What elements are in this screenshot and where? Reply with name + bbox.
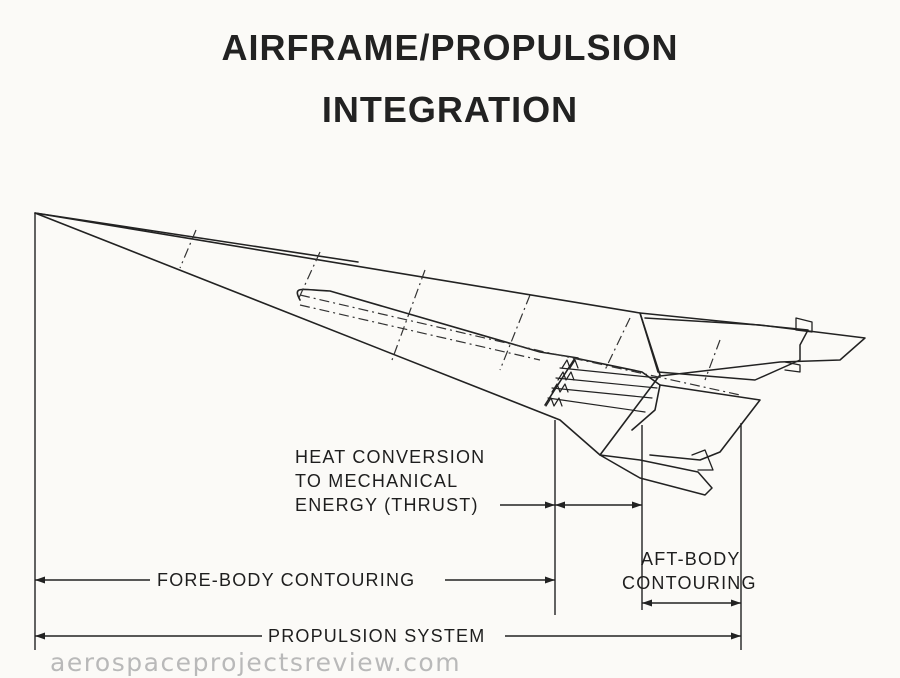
tail-tip-lower	[784, 361, 801, 373]
station-line	[603, 317, 631, 373]
ventral-body	[599, 454, 713, 496]
nozzle-teeth	[545, 359, 579, 407]
heat-conversion-label-2: TO MECHANICAL	[295, 471, 459, 491]
arrowhead	[731, 632, 741, 640]
arrowhead	[642, 599, 652, 607]
arrowhead	[632, 501, 642, 509]
engine-module-line	[559, 367, 659, 379]
arrowhead	[35, 576, 45, 584]
aft-dashline	[704, 339, 721, 381]
engine-nozzle	[544, 357, 661, 431]
arrowhead	[545, 501, 555, 509]
aft-body-label-2: CONTOURING	[622, 573, 757, 593]
side-chine-line	[34, 212, 359, 263]
tail-tip	[795, 317, 813, 333]
arrowhead	[35, 632, 45, 640]
station-line	[391, 269, 426, 361]
ventral-fin	[691, 449, 714, 471]
inlet-outline	[296, 288, 579, 359]
engine-module-line	[555, 377, 658, 389]
propulsion-system-label: PROPULSION SYSTEM	[268, 626, 486, 646]
inlet-dashline	[299, 304, 541, 361]
fuselage-outline	[34, 212, 661, 456]
arrowhead	[731, 599, 741, 607]
arrowhead	[545, 576, 555, 584]
aft-body	[639, 312, 809, 381]
station-line	[297, 251, 321, 301]
aft-body-label-1: AFT-BODY	[641, 549, 741, 569]
station-line	[179, 229, 197, 269]
watermark: aerospaceprojectsreview.com	[50, 648, 462, 677]
heat-conversion-label-1: HEAT CONVERSION	[295, 447, 486, 467]
aft-wing	[649, 384, 761, 461]
arrowhead	[555, 501, 565, 509]
tail-fin	[644, 317, 866, 377]
station-line	[499, 294, 531, 371]
title-line-2: INTEGRATION	[321, 89, 579, 130]
heat-conversion-label-3: ENERGY (THRUST)	[295, 495, 479, 515]
fore-body-label: FORE-BODY CONTOURING	[157, 570, 416, 590]
title-line-1: AIRFRAME/PROPULSION	[221, 27, 679, 68]
centerline	[299, 294, 741, 396]
engine-module-line	[551, 387, 653, 399]
engine-module-line	[547, 397, 646, 413]
